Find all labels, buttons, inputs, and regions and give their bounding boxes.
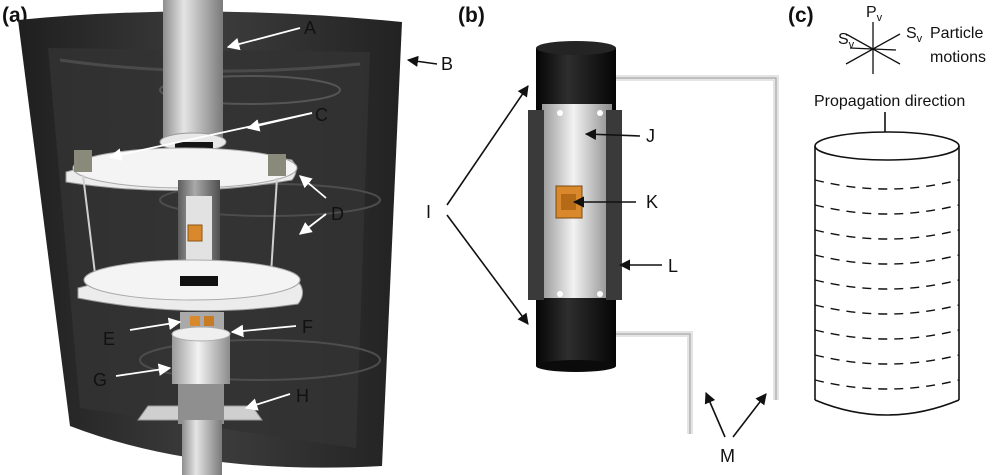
callout-f: F: [302, 317, 313, 337]
clamp-right: [606, 110, 622, 300]
p-wave-label: Pv: [866, 4, 883, 24]
clamp-left: [528, 110, 544, 300]
transducer-f: [204, 316, 214, 326]
wire-lower: [616, 331, 693, 434]
callout-i: I: [426, 202, 431, 222]
lower-loading-rod: [182, 420, 222, 475]
panel-c-label: (c): [788, 4, 814, 27]
panel-b: (b) I J K L M: [426, 4, 779, 466]
cylinder-sample: [814, 131, 960, 416]
callout-g: G: [93, 370, 107, 390]
callout-b: B: [441, 54, 453, 74]
panel-c: (c) Pv Sv Sv Particle motions Propagatio…: [788, 4, 986, 416]
s-wave-left-label: Sv: [838, 31, 855, 51]
callout-h: H: [296, 386, 309, 406]
callout-d: D: [331, 204, 344, 224]
particle-motions-line2: motions: [930, 49, 986, 66]
callout-a: A: [304, 18, 316, 38]
s-wave-right-label: Sv: [906, 25, 923, 45]
callout-m: M: [720, 446, 735, 466]
particle-motions-line1: Particle: [930, 25, 983, 42]
callout-j: J: [646, 126, 655, 146]
callout-c: C: [315, 105, 328, 125]
lower-collar: [172, 334, 230, 384]
sample-specimen-a: [187, 224, 203, 242]
callout-k: K: [646, 192, 658, 212]
transducer-e: [190, 316, 200, 326]
particle-motion-axes: [845, 22, 901, 74]
panel-b-label: (b): [458, 4, 485, 27]
propagation-direction-label: Propagation direction: [814, 93, 965, 110]
callout-l: L: [668, 256, 678, 276]
wire-upper: [616, 75, 779, 400]
upper-loading-rod: [163, 0, 223, 142]
panel-a: (a): [2, 0, 453, 475]
callout-e: E: [103, 329, 115, 349]
